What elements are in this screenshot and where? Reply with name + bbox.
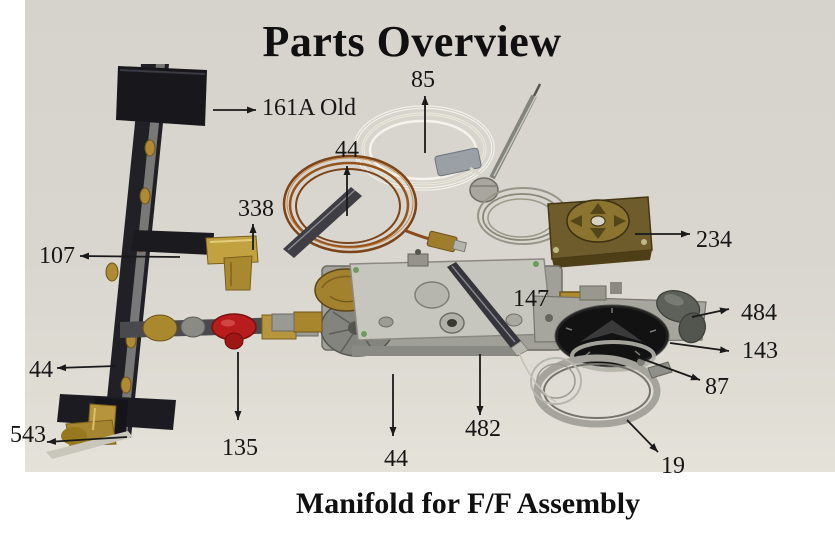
- callout-label-44-top: 44: [335, 137, 359, 163]
- page-caption: Manifold for F/F Assembly: [295, 487, 641, 520]
- pilot-wire-coil: [530, 357, 582, 405]
- arrow-107: [79, 252, 181, 260]
- arrow-143: [669, 342, 730, 354]
- callout-label-147: 147: [513, 286, 549, 312]
- knob-bezel: [570, 340, 656, 372]
- callout-arrows: [46, 96, 730, 453]
- callout-label-87: 87: [705, 374, 729, 400]
- arrow-87: [636, 356, 701, 381]
- arrow-19: [626, 419, 659, 453]
- manifold-mounting-plate: [116, 66, 207, 126]
- callout-label-484: 484: [741, 300, 777, 326]
- callout-label-44-bottom: 44: [384, 446, 408, 472]
- arrow-543: [46, 436, 128, 445]
- callout-label-107: 107: [39, 243, 75, 269]
- callout-label-85: 85: [411, 67, 435, 93]
- arrow-484: [691, 307, 730, 318]
- brass-elbow-fitting: [205, 235, 259, 291]
- callout-label-338: 338: [238, 196, 274, 222]
- callout-label-161a: 161A Old: [261, 95, 357, 121]
- thermostat-assembly: [469, 83, 653, 268]
- callout-label-234: 234: [696, 227, 732, 253]
- thermocouple-coil: [282, 154, 468, 258]
- shutoff-valve: [211, 313, 257, 350]
- page-title: Parts Overview: [262, 17, 562, 66]
- burner-control-assembly: [530, 282, 707, 428]
- street-elbow: [656, 290, 707, 344]
- callout-label-482: 482: [465, 416, 501, 442]
- callout-label-543: 543: [10, 422, 46, 448]
- callout-label-44-left: 44: [29, 357, 53, 383]
- arrow-44-left: [56, 364, 117, 372]
- white-tubing-coil: [353, 105, 498, 191]
- callout-label-143: 143: [742, 338, 778, 364]
- igniter-electrode: [447, 262, 557, 403]
- callout-label-135: 135: [222, 435, 258, 461]
- bracket-arm: [131, 230, 214, 255]
- burner-ring: [533, 354, 673, 428]
- callout-label-19: 19: [661, 453, 685, 479]
